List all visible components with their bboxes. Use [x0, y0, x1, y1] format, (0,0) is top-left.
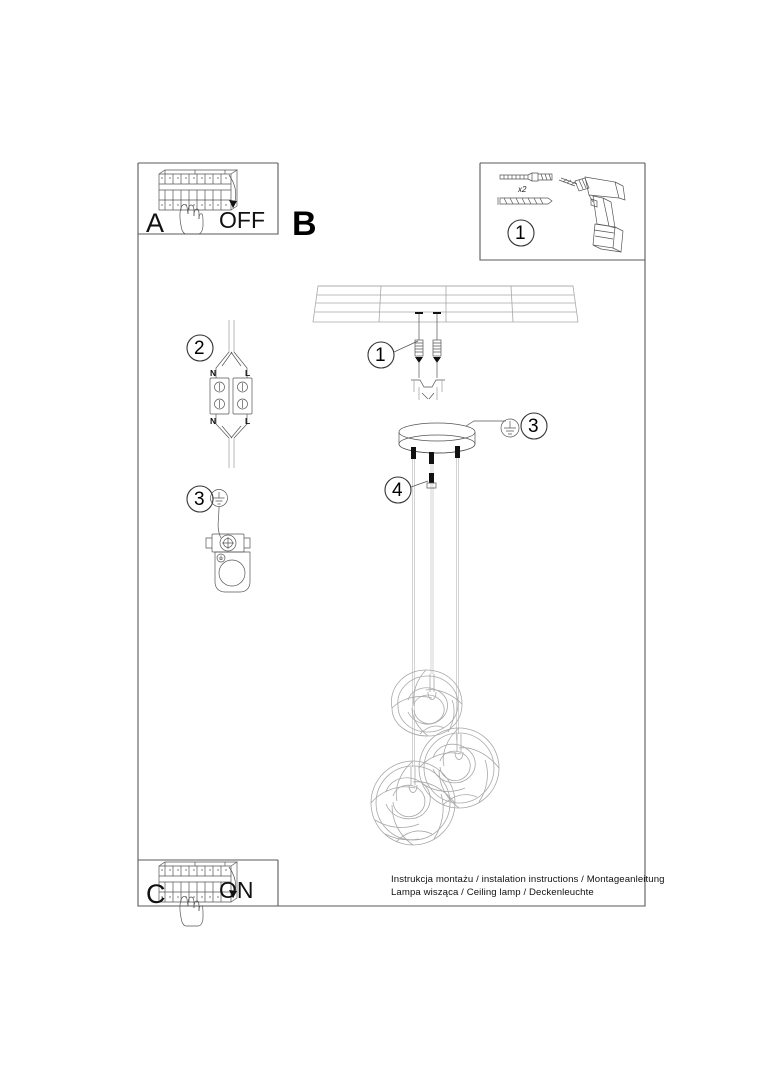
earth-ground-icon — [500, 418, 520, 438]
ceiling-beam — [312, 285, 579, 323]
suspension-cords — [411, 446, 460, 782]
step-badge-2-label: 2 — [194, 338, 205, 359]
ceiling-canopy-plate — [398, 420, 506, 454]
callout-3-label: 3 — [528, 416, 539, 437]
hand-pointing-icon — [179, 204, 204, 235]
power-drill-icon — [558, 176, 626, 253]
detail-earth-connection — [186, 485, 251, 593]
step-badge-1-label: 1 — [515, 223, 526, 244]
screw-icon — [497, 197, 553, 205]
panel-c-fusebox-on — [158, 861, 239, 927]
callout-1 — [367, 340, 419, 369]
callout-4-label: 4 — [392, 480, 403, 501]
step-badge-1 — [507, 219, 535, 247]
panel-c-letter: C — [146, 879, 166, 909]
curved-arrow-down-icon — [228, 866, 237, 899]
detail-terminal-block — [186, 320, 253, 468]
ceiling-screws-and-plugs — [411, 312, 445, 400]
earth-ground-icon — [210, 489, 228, 507]
earth-screw-bracket-icon — [205, 533, 251, 593]
panel-b-letter: B — [292, 205, 317, 243]
step-badge-2 — [186, 334, 214, 362]
lamp-shade — [390, 669, 463, 737]
footer-title-line-1: Instrukcja montażu / instalation instruc… — [391, 874, 665, 885]
step-badge-3 — [186, 485, 214, 513]
callout-1-label: 1 — [375, 345, 386, 366]
panel-a-letter: A — [146, 208, 165, 238]
panel-c-action-label: ON — [219, 877, 254, 903]
curved-arrow-down-icon — [228, 174, 237, 209]
footer-title-line-2: Lampa wisząca / Ceiling lamp / Deckenleu… — [391, 887, 594, 898]
callout-3 — [500, 412, 548, 440]
step-badge-3-label: 3 — [194, 489, 205, 510]
fuse-box-icon — [158, 861, 239, 903]
terminal-top-left-label: N — [210, 368, 217, 378]
lamp-shade — [370, 760, 456, 846]
callout-4 — [384, 473, 437, 504]
panel-a-action-label: OFF — [219, 207, 265, 233]
terminal-bottom-left-label: N — [210, 416, 217, 426]
terminal-top-right-label: L — [245, 368, 251, 378]
terminal-block-icon — [209, 320, 253, 468]
sheet-frame — [137, 162, 646, 907]
terminal-bottom-right-label: L — [245, 416, 251, 426]
wall-plug-icon — [499, 172, 553, 182]
parts-quantity-label: x2 — [518, 185, 527, 194]
panel-parts-and-drill — [497, 172, 626, 253]
hand-pointing-icon — [179, 896, 204, 927]
panel-a-fusebox-off — [158, 169, 239, 235]
lamp-shade — [418, 727, 500, 809]
fuse-box-icon — [158, 169, 239, 211]
